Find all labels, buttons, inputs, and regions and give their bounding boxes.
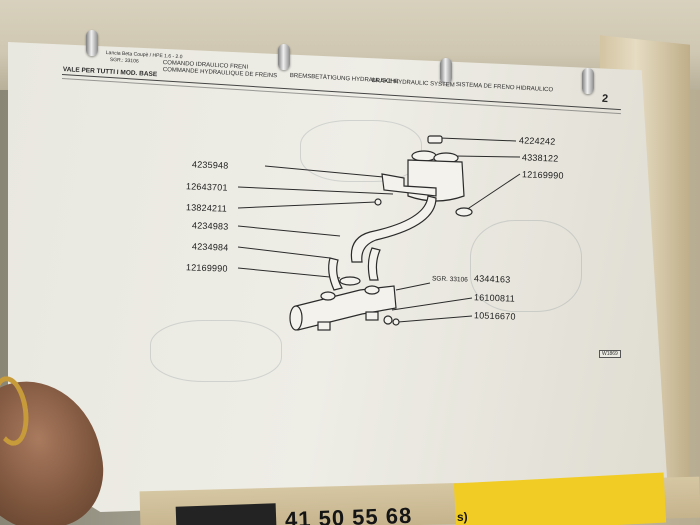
leader-line xyxy=(397,315,473,323)
mounting-foot xyxy=(317,321,331,331)
binder-ring-4 xyxy=(582,68,594,94)
part-number-label: 4338122 xyxy=(521,152,559,164)
leader-line xyxy=(237,201,377,209)
mounting-foot xyxy=(365,311,379,321)
feed-hose-left xyxy=(328,257,343,291)
part-number-label: 12643701 xyxy=(185,181,228,193)
part-number-label: 16100811 xyxy=(473,292,516,304)
leader-line xyxy=(264,165,385,178)
binder-ring-3 xyxy=(440,58,452,84)
reservoir-cap-left xyxy=(411,150,437,162)
leader-line xyxy=(237,186,394,195)
part-number-label: 12169990 xyxy=(185,262,228,274)
feed-hose-lower xyxy=(367,247,381,281)
leader-line xyxy=(237,267,341,279)
part-number-label: 4235948 xyxy=(191,159,229,171)
master-cylinder-end xyxy=(289,305,303,331)
seal-ring xyxy=(383,315,393,325)
part-number-label: 13824211 xyxy=(185,202,228,214)
master-cylinder-body xyxy=(295,285,397,331)
master-cylinder-port xyxy=(320,291,336,301)
bracket-screw xyxy=(374,198,382,206)
dark-tab xyxy=(175,503,277,525)
leader-line xyxy=(465,173,521,211)
leader-line xyxy=(395,282,431,291)
leader-line xyxy=(391,297,473,311)
part-number-label: 4234983 xyxy=(191,220,229,232)
leader-line xyxy=(454,155,521,158)
tab-text: s) xyxy=(457,510,468,524)
bleed-nipple xyxy=(392,318,400,326)
hose-clamp-right xyxy=(455,207,473,217)
leader-line xyxy=(439,137,517,142)
part-number-label: 4234984 xyxy=(191,241,229,253)
part-number-label: 10516670 xyxy=(473,310,516,322)
phone-number: 41 50 55 68 xyxy=(284,502,413,525)
hose-clamp xyxy=(339,276,361,286)
binder-ring-2 xyxy=(278,44,290,70)
master-cylinder-port xyxy=(364,285,380,295)
leader-line xyxy=(237,246,331,259)
ghost-outline xyxy=(150,320,282,382)
part-number-label: 4224242 xyxy=(518,135,556,147)
drawing-code: W1869 xyxy=(599,350,621,358)
ghost-outline xyxy=(470,220,582,312)
part-number-label: 4344163 xyxy=(473,273,511,285)
reservoir-bracket xyxy=(381,173,437,197)
binder-ring-1 xyxy=(86,30,98,56)
feed-hose-upper xyxy=(350,195,437,263)
part-number-label: 12169990 xyxy=(521,169,564,181)
reservoir-cap-gasket xyxy=(427,135,443,144)
group-reference-label: SGR. 33106 xyxy=(431,275,468,284)
leader-line xyxy=(237,225,341,237)
